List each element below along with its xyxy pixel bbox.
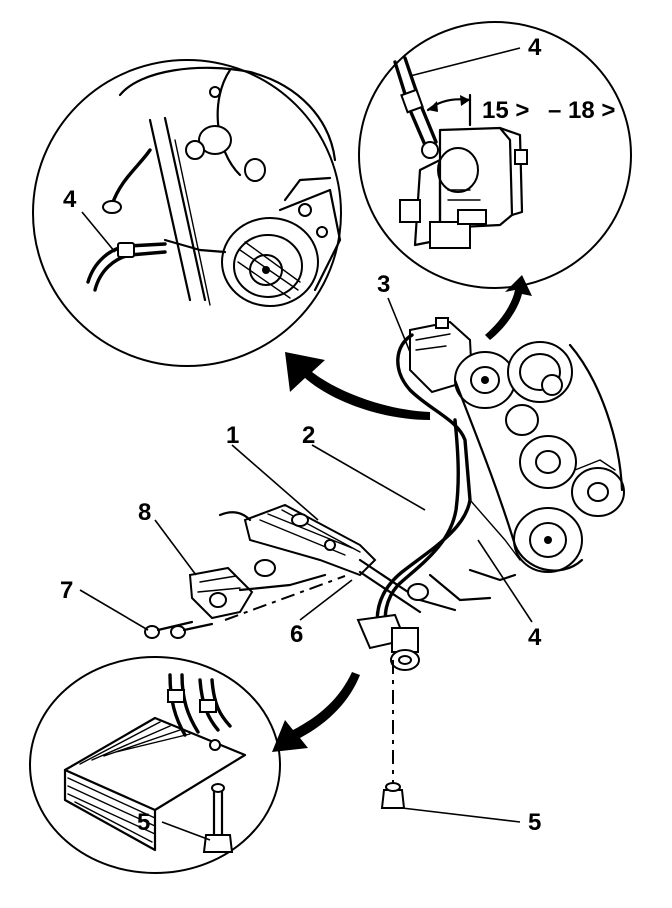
detail-circle-lower-left [29, 656, 281, 874]
detail-circle-upper-right [358, 21, 632, 289]
detail-circle-upper-left [32, 59, 342, 367]
angle-max-label: 18 > [568, 97, 615, 124]
callout-3: 3 [377, 271, 390, 298]
callout-6: 6 [290, 621, 303, 648]
callout-2: 2 [302, 422, 315, 449]
main-assembly [79, 297, 625, 823]
detail-arrows [272, 275, 532, 752]
callout-4-upper-left: 4 [63, 186, 77, 213]
leader-line-5-lower-left [161, 821, 211, 841]
leader-line-6 [299, 579, 353, 621]
leader-line-3 [387, 297, 411, 353]
leader-line-4-upper-left [81, 211, 116, 253]
leader-line-8 [154, 519, 197, 576]
leader-line-4-bottom [477, 539, 533, 623]
angle-min-label: 15 > [482, 97, 529, 124]
angle-range-label: 15 > – 18 > [482, 97, 615, 124]
callout-7: 7 [60, 577, 73, 604]
callout-labels: 1 2 3 4 4 4 5 5 6 7 8 [60, 34, 542, 836]
leader-line-1 [231, 444, 319, 521]
leader-line-2 [311, 444, 426, 511]
leader-line-4-upper-right [409, 47, 521, 77]
callout-1: 1 [226, 422, 239, 449]
leader-line-5-right [401, 807, 521, 823]
leader-line-7 [79, 589, 149, 631]
angle-dash: – [548, 97, 561, 124]
callout-5-right: 5 [528, 809, 541, 836]
callout-8: 8 [138, 499, 151, 526]
callout-4-upper-right: 4 [528, 34, 542, 61]
callout-4-bottom: 4 [528, 624, 542, 651]
callout-5-left: 5 [137, 809, 150, 836]
